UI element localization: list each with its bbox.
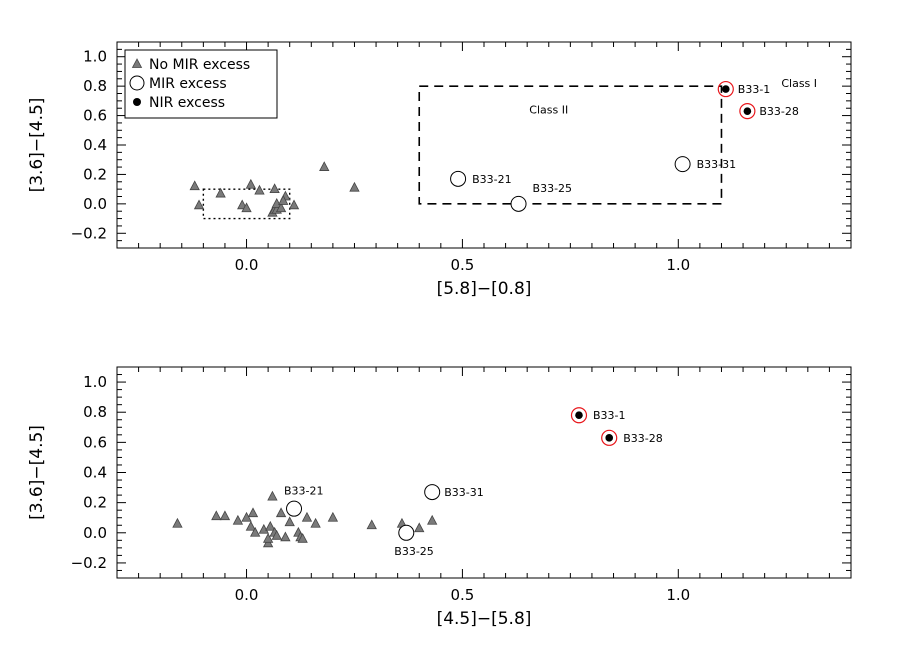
legend-entry-label: NIR excess [149,95,225,111]
region-label: Class I [781,77,817,90]
data-point-red-ring [570,407,588,424]
class-ii-region-box [418,85,723,205]
legend-marker-filled-circle [133,98,141,106]
panel-top: 0.0 0.5 1.0 −0.2 0.0 0.2 0.4 0.6 0.8 1.0 [5.8]−[0.… [27,41,852,299]
panel-bottom: 0.0 0.5 1.0 −0.2 0.0 0.2 0.4 0.6 0.8 1.0 [4.5]−[5.… [27,366,852,629]
x-axis-title: [5.8]−[0.8] [437,279,532,299]
y-tick-label: 1.0 [83,373,107,391]
data-point-triangle [310,517,321,528]
y-tick-label: 0.6 [83,433,107,451]
point-label: B33-28 [759,105,799,118]
data-point-triangle [262,532,274,543]
y-tick-label: 0.8 [83,403,107,421]
data-point-triangle [172,517,183,528]
data-point-triangle [219,510,231,521]
y-axis-title: [3.6]−[4.5] [27,98,47,193]
point-label: B33-1 [738,83,771,96]
data-point-triangle [215,187,226,198]
data-point-red-ring [739,103,756,120]
data-point-open-circle [510,195,527,212]
y-tick-label: 0.4 [83,464,107,482]
x-axis-title: [4.5]−[5.8] [437,609,532,629]
data-point-open-circle [674,156,691,173]
y-tick-label: 0.6 [83,107,107,125]
data-point-filled-circle [605,434,614,442]
data-point-triangle [245,178,257,189]
data-point-triangle [284,516,295,527]
data-point-triangle [241,202,252,213]
data-point-triangle [254,184,265,195]
data-point-triangle [427,514,438,525]
point-label: B33-25 [533,182,573,195]
y-axis-title: [3.6]−[4.5] [27,425,47,520]
data-point-triangle [232,514,244,525]
point-label: B33-21 [284,485,324,498]
data-point-triangle [189,180,200,191]
x-tick-label: 0.0 [235,256,259,274]
x-tick-label: 1.0 [666,256,690,274]
data-point-triangle [269,183,280,194]
y-tick-label: 0.8 [83,77,107,95]
data-point-triangle [265,520,276,531]
legend-entry-label: MIR excess [149,76,227,92]
y-tick-label: 0.2 [83,494,107,512]
data-point-open-circle [286,500,303,517]
data-point-triangle [250,526,261,537]
y-tick-label: −0.2 [71,224,107,242]
y-tick-label: 1.0 [83,48,107,66]
data-point-triangle [275,202,287,213]
y-tick-label: 0.4 [83,136,107,154]
x-tick-label: 0.0 [235,586,259,604]
data-point-red-ring [601,429,618,446]
point-label: B33-31 [444,486,484,499]
data-point-triangle [280,531,291,542]
legend-marker-open-circle [129,75,145,91]
data-point-triangle [267,490,278,501]
point-label: B33-25 [394,545,434,558]
data-point-triangle [414,522,425,533]
data-point-filled-circle [721,85,730,93]
y-tick-label: −0.2 [71,554,107,572]
data-point-open-circle [424,484,441,501]
data-point-red-ring [717,80,734,98]
data-point-triangle [193,199,205,210]
data-point-triangle [275,507,287,518]
y-tick-label: 0.2 [83,165,107,183]
x-tick-label: 0.5 [450,256,474,274]
data-point-triangle [211,510,222,521]
data-point-filled-circle [743,107,752,115]
point-label: B33-28 [623,432,663,445]
legend-box [124,49,278,119]
region-label: Class II [529,104,568,117]
x-tick-label: 1.0 [666,586,690,604]
data-point-filled-circle [575,411,583,420]
data-point-triangle [247,507,259,518]
data-point-triangle [288,199,300,210]
data-point-triangle [319,161,330,171]
legend-marker-triangle [131,58,143,68]
data-point-triangle [301,511,313,522]
data-point-triangle [245,520,257,531]
y-tick-label: 0.0 [83,195,107,213]
point-label: B33-21 [472,173,512,186]
plot-frame [116,366,852,579]
data-point-open-circle [398,524,415,541]
data-point-open-circle [450,170,467,187]
point-label: B33-1 [593,409,626,422]
data-point-triangle [278,195,289,205]
data-point-triangle [327,511,339,522]
legend-entry-label: No MIR excess [149,57,250,73]
data-point-triangle [349,181,360,192]
dotted-region-box [202,188,291,220]
data-point-triangle [297,532,308,543]
point-label: B33-31 [697,158,737,171]
data-point-triangle [271,529,282,540]
y-tick-label: 0.0 [83,524,107,542]
x-tick-label: 0.5 [450,586,474,604]
data-point-triangle [366,519,377,530]
